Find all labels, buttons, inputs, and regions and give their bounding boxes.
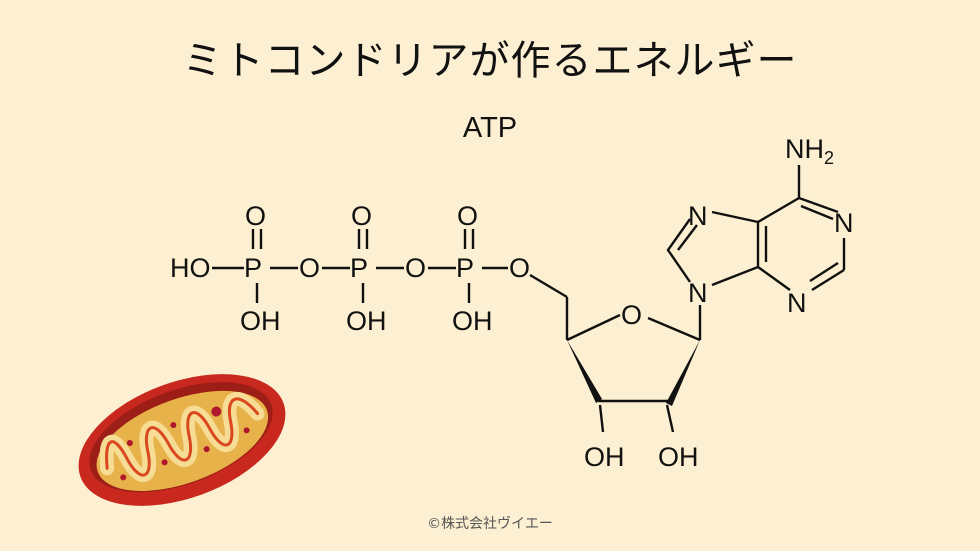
bond <box>798 196 839 214</box>
bond <box>647 316 701 342</box>
atom-o-bridge1: O <box>299 253 320 283</box>
atom-o-double3: O <box>457 201 478 231</box>
matrix-granule <box>211 406 222 417</box>
atom-o-ester: O <box>509 253 530 283</box>
bond <box>757 266 791 291</box>
bond <box>666 218 691 283</box>
atom-o-double2: O <box>351 201 372 231</box>
atom-nh-subscript: 2 <box>824 148 834 168</box>
adenine-base: N N N N NH2 <box>666 134 854 318</box>
atom-o-double1: O <box>245 201 266 231</box>
atom-o-bridge2: O <box>405 253 426 283</box>
phosphate-chain: HO P O OH O P O OH O P O OH O <box>170 201 530 336</box>
atom-n1: N <box>834 208 854 238</box>
bond <box>711 265 759 287</box>
atom-p3: P <box>456 253 474 283</box>
atom-p2: P <box>350 253 368 283</box>
atom-oh1: OH <box>240 306 281 336</box>
bond <box>811 268 845 292</box>
cristae-outline <box>105 397 260 477</box>
atom-n7: N <box>688 201 708 231</box>
matrix-dot <box>126 440 133 447</box>
bond <box>757 196 800 224</box>
atom-oh2: OH <box>346 306 387 336</box>
wedge-bond <box>666 340 700 406</box>
bond <box>598 404 605 433</box>
matrix-dot <box>120 474 127 481</box>
matrix-dot <box>170 422 177 429</box>
bond <box>566 313 621 342</box>
molecule-label: ATP <box>462 112 518 144</box>
atom-ho: HO <box>170 253 211 283</box>
copyright-notice: ©株式会社ヴイエー <box>427 516 553 532</box>
ribose-ring: O OH OH <box>529 273 702 472</box>
atom-oh-c2: OH <box>584 442 625 472</box>
page-title: ミトコンドリアが作るエネルギー <box>182 38 798 84</box>
double-bond <box>809 261 839 283</box>
atom-n9: N <box>688 278 708 308</box>
atom-n3: N <box>787 288 807 318</box>
atom-oh-c3: OH <box>658 442 699 472</box>
mitochondrion-icon <box>78 374 286 506</box>
atom-o-ring: O <box>621 300 642 330</box>
atom-p1: P <box>244 253 262 283</box>
matrix-dot <box>243 427 250 434</box>
bond <box>665 404 675 433</box>
atom-nh2: NH2 <box>785 134 834 168</box>
double-bond <box>800 204 834 221</box>
bond <box>529 273 568 299</box>
matrix-dot <box>203 446 210 453</box>
atom-nh-text: NH <box>785 134 824 164</box>
double-bond <box>677 224 698 251</box>
wedge-bond <box>567 340 602 403</box>
atom-oh3: OH <box>452 306 493 336</box>
matrix-dot <box>161 459 168 466</box>
bond <box>711 210 759 224</box>
